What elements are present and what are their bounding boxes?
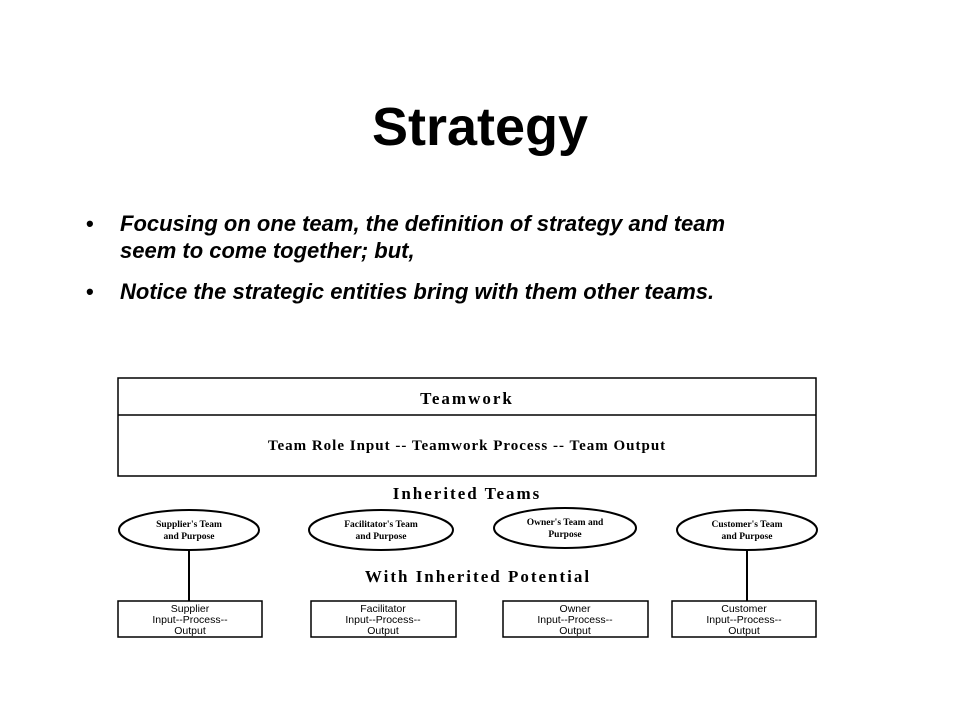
- bullet-item: • Focusing on one team, the definition o…: [86, 210, 886, 264]
- oval-label-line: and Purpose: [164, 532, 215, 542]
- facilitator-box: [310, 600, 457, 638]
- box-label-line: Output: [559, 625, 591, 637]
- oval-label-line: Purpose: [548, 530, 581, 540]
- bullet-text-line: seem to come together; but,: [120, 238, 415, 263]
- owner-box: [502, 600, 649, 638]
- inherited-teams-label: Inherited Teams: [393, 484, 542, 503]
- bullet-marker: •: [86, 211, 94, 236]
- box-label-line: Output: [367, 625, 399, 637]
- box-label-line: Output: [174, 625, 206, 637]
- oval-label-line: Customer's Team: [712, 520, 783, 530]
- box-label-line: Input--Process--: [537, 614, 613, 626]
- teamwork-body: Team Role Input -- Teamwork Process -- T…: [268, 438, 666, 454]
- facilitator-team-oval: [308, 509, 454, 551]
- bullet-list: • Focusing on one team, the definition o…: [86, 210, 886, 319]
- supplier-box: [117, 600, 263, 638]
- bullet-text-line: Focusing on one team, the definition of …: [120, 211, 726, 236]
- box-label-line: Customer: [721, 603, 767, 615]
- inherited-potential-label: With Inherited Potential: [365, 567, 591, 586]
- owner-team-oval: [493, 507, 637, 549]
- box-label-line: Input--Process--: [706, 614, 782, 626]
- bullet-item: • Notice the strategic entities bring wi…: [86, 278, 886, 305]
- slide-title: Strategy: [371, 97, 589, 157]
- oval-label-line: and Purpose: [722, 532, 773, 542]
- box-label-line: Input--Process--: [345, 614, 421, 626]
- customer-team-oval: [676, 509, 818, 551]
- customer-box: [671, 600, 817, 638]
- box-label-line: Facilitator: [360, 603, 406, 615]
- bullet-text-line: Notice the strategic entities bring with…: [120, 279, 715, 304]
- box-label-line: Input--Process--: [152, 614, 228, 626]
- oval-label-line: Supplier's Team: [156, 520, 222, 530]
- box-label-line: Output: [728, 625, 760, 637]
- teamwork-box: [117, 377, 817, 477]
- oval-label-line: Owner's Team and: [527, 518, 604, 528]
- teamwork-header: Teamwork: [420, 389, 514, 408]
- supplier-team-oval: [118, 509, 260, 551]
- oval-label-line: and Purpose: [356, 532, 407, 542]
- box-label-line: Owner: [560, 603, 591, 615]
- bullet-marker: •: [86, 279, 94, 304]
- oval-label-line: Facilitator's Team: [344, 520, 418, 530]
- box-label-line: Supplier: [171, 603, 210, 615]
